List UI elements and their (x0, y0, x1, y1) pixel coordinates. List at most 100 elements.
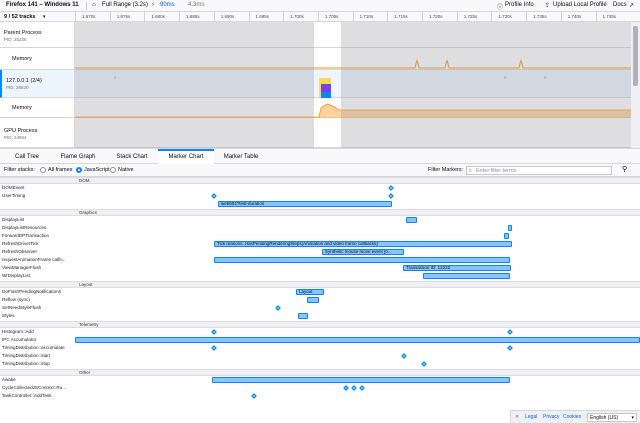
row-styles[interactable]: Styles (2, 313, 15, 318)
tab-flame-graph[interactable]: Flame Graph (60, 154, 96, 160)
marker-chart[interactable]: DOM DOMEvent UserTiming Graphics Display… (0, 177, 640, 412)
marker-instant[interactable] (275, 305, 281, 311)
marker-usertiming[interactable]: web604?test-duration (218, 201, 392, 207)
row-doflushpendingnotifications[interactable]: DoFlushPendingNotifications (2, 289, 61, 294)
marker-awake[interactable] (212, 377, 510, 383)
row-displaylist[interactable]: DisplayList (2, 217, 25, 222)
track-memory-parent[interactable]: Memory (0, 48, 75, 70)
upload-icon[interactable]: ⇪ (545, 3, 551, 9)
tab-call-tree[interactable]: Call Tree (14, 154, 39, 160)
track-graph-content[interactable] (75, 70, 631, 98)
filter-stacks-label: Filter stacks: (4, 167, 35, 173)
time-tick: 1.735s (526, 12, 547, 22)
time-tick: 1.680s (144, 12, 165, 22)
marker-doflushpendingnotifications[interactable]: Layout (296, 289, 324, 295)
marker-viewmanagerflush[interactable]: Transaction ID: 12222 (403, 265, 511, 271)
row-refreshobserver[interactable]: RefreshObserver (2, 249, 37, 254)
label-native[interactable]: Native (118, 167, 134, 173)
row-setneedstyleflush[interactable]: SetNeedStyleFlush (2, 305, 42, 310)
marker-instant[interactable] (211, 193, 217, 199)
info-icon[interactable]: ⓘ (497, 5, 504, 11)
row-timingdistribution-start[interactable]: TimingDistribution::start (2, 353, 51, 358)
row-cyclecollectedjscontext[interactable]: CycleCollectedJSContext::Ru... (2, 385, 67, 390)
home-icon[interactable]: ⌂ (92, 2, 96, 8)
track-parent-process[interactable]: Parent Process PID: 25236 (0, 22, 75, 48)
row-forwarddptransaction[interactable]: ForwardDPTransaction (2, 233, 50, 238)
language-select[interactable]: English (US) ▾ (587, 413, 637, 422)
profile-title[interactable]: Firefox 141 – Windows 11 (6, 2, 79, 8)
marker-forwarddptransaction[interactable] (504, 233, 509, 239)
tab-stack-chart[interactable]: Stack Chart (116, 154, 148, 160)
marker-styles[interactable] (298, 313, 308, 319)
radio-javascript[interactable] (76, 167, 82, 173)
marker-ipc-accumulator[interactable] (75, 337, 640, 343)
row-wrdisplaylist[interactable]: WrDisplayList (2, 273, 30, 278)
label-all-frames[interactable]: All frames (48, 167, 73, 173)
marker-instant[interactable] (211, 329, 217, 335)
chevron-down-icon[interactable]: ▾ (43, 14, 46, 20)
track-graph-gpu[interactable] (75, 118, 631, 148)
row-displaylistresources[interactable]: DisplayListResources (2, 225, 47, 230)
row-timingdistribution-accumulate[interactable]: TimingDistribution::accumulate (2, 345, 65, 350)
marker-instant[interactable] (343, 385, 349, 391)
track-graph-memory-content[interactable] (75, 98, 631, 118)
marker-instant[interactable] (211, 345, 217, 351)
row-requestanimationframe[interactable]: requestAnimationFrame callb... (2, 257, 66, 262)
marker-reflow[interactable] (307, 297, 319, 303)
marker-requestanimationframe[interactable] (214, 257, 510, 263)
profile-info-button[interactable]: Profile Info (505, 2, 534, 8)
scrollbar-thumb[interactable] (633, 26, 638, 86)
group-other: Other (0, 369, 640, 376)
marker-refreshobserver[interactable]: Synthetic mouse move event [0... (322, 249, 404, 255)
row-histogram-add[interactable]: Histogram::Add (2, 329, 34, 334)
row-timingdistribution-stop[interactable]: TimingDistribution::stop (2, 361, 50, 366)
marker-instant[interactable] (251, 393, 257, 399)
radio-all-frames[interactable] (40, 167, 46, 173)
full-range-button[interactable]: Full Range (3.2s) (102, 2, 149, 8)
row-viewmanagerflush[interactable]: ViewManagerFlush (2, 265, 42, 270)
row-usertiming[interactable]: UserTiming (2, 193, 26, 198)
cookies-link[interactable]: Cookies (563, 414, 582, 420)
marker-instant[interactable] (507, 329, 513, 335)
marker-displaylist[interactable] (406, 217, 417, 223)
row-refreshdrivertick[interactable]: RefreshDriverTick (2, 241, 39, 246)
selection-range[interactable]: 90ms (160, 2, 175, 8)
track-content-process[interactable]: 127.0.0.1 (2/4) PID: 28820 (0, 70, 75, 98)
track-count-button[interactable]: 9 / 52 tracks (4, 14, 36, 20)
track-memory-content[interactable]: Memory (0, 98, 75, 118)
marker-instant[interactable] (421, 361, 427, 367)
row-domevent[interactable]: DOMEvent (2, 185, 25, 190)
upload-button[interactable]: Upload Local Profile (553, 2, 607, 8)
marker-instant[interactable] (351, 385, 357, 391)
tracks-scrollbar[interactable] (631, 22, 640, 148)
marker-instant[interactable] (359, 385, 365, 391)
row-reflow-sync[interactable]: Reflow (sync) (2, 297, 30, 302)
filter-bar: Filter stacks: All frames JavaScript Nat… (0, 164, 640, 177)
filter-markers-label: Filter Markers: (428, 167, 464, 173)
tab-marker-chart[interactable]: Marker Chart (158, 149, 214, 164)
track-gpu-process[interactable]: GPU Process PID: 24964 (0, 118, 75, 148)
docs-link[interactable]: Docs (613, 2, 627, 8)
legal-link[interactable]: Legal (525, 414, 538, 420)
marker-instant[interactable] (388, 193, 394, 199)
tab-marker-table[interactable]: Marker Table (223, 154, 259, 160)
label-javascript[interactable]: JavaScript (84, 167, 110, 173)
unselected-overlay-left (75, 22, 314, 148)
marker-wrdisplaylist[interactable] (423, 273, 510, 279)
marker-instant[interactable] (507, 345, 513, 351)
filter-icon[interactable]: ⚲ (622, 166, 628, 173)
marker-instant[interactable] (401, 353, 407, 359)
row-awake[interactable]: Awake (2, 377, 16, 382)
timeline-tracks[interactable]: Parent Process PID: 25236 Memory 127.0.0… (0, 22, 640, 148)
marker-refreshdrivertick[interactable]: Tick reasons: HasPendingRenderingSteps(A… (214, 241, 512, 247)
track-graph-memory-parent[interactable] (75, 48, 631, 70)
close-icon[interactable]: ✕ (515, 414, 520, 420)
marker-instant[interactable] (388, 185, 394, 191)
row-taskcontroller-addtask[interactable]: TaskController::AddTask (2, 393, 52, 398)
marker-filter-input[interactable]: ⌕ Enter filter terms (466, 166, 612, 175)
marker-displaylistresources[interactable] (508, 225, 512, 231)
row-ipc-accumulator[interactable]: IPC Accumulator (2, 337, 37, 342)
privacy-link[interactable]: Privacy (543, 414, 560, 420)
track-graph-parent[interactable] (75, 22, 631, 48)
radio-native[interactable] (110, 167, 116, 173)
